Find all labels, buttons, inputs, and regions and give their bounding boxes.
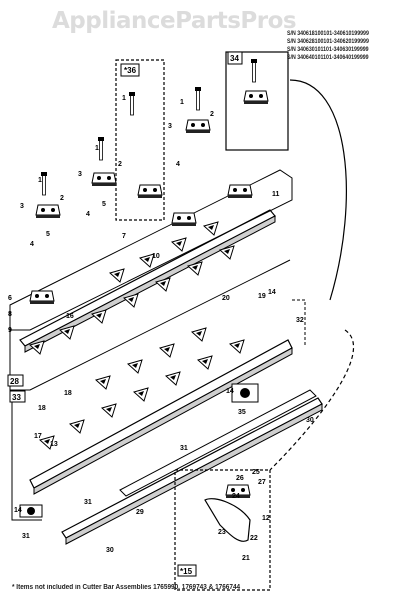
callout-1b: 1	[95, 145, 99, 152]
callout-18b: 18	[64, 390, 72, 397]
footnote: * Items not included in Cutter Bar Assem…	[12, 584, 241, 591]
callout-2c: 2	[210, 111, 214, 118]
callout-1d: 1	[122, 95, 126, 102]
callout-31a: 31	[180, 445, 188, 452]
callout-5b: 5	[102, 201, 106, 208]
lower-bar-edge	[33, 347, 293, 495]
callout-35: 35	[238, 409, 246, 416]
callouts: 1 1 1 1 2 2 2 3 3 3 4 4 4 5 5 6 7 8 9 10…	[8, 95, 314, 562]
watermark: AppliancePartsPros	[52, 8, 297, 34]
callout-25: 25	[252, 469, 260, 476]
box-36-frame	[115, 59, 165, 221]
upper-bar	[19, 209, 276, 347]
callout-3c: 3	[168, 123, 172, 130]
lower-bar	[29, 339, 293, 489]
callout-4c: 4	[176, 161, 180, 168]
serial-line-4: S/N 340640101101-340640199999	[287, 54, 369, 61]
callout-9: 9	[8, 327, 12, 334]
callout-21: 21	[242, 555, 250, 562]
callout-19: 19	[258, 293, 266, 300]
box-28-label: 28	[10, 377, 19, 386]
link-dashed-32	[292, 299, 306, 345]
callout-1c: 1	[180, 99, 184, 106]
box-15-label: *15	[180, 567, 193, 576]
callout-31c: 31	[22, 533, 30, 540]
callout-26: 26	[236, 475, 244, 482]
upper-bolts	[40, 58, 258, 196]
box-28-frame	[7, 374, 24, 387]
link-curve-34	[289, 79, 347, 301]
serial-line-3: S/N 340630101101-340630199999	[287, 46, 369, 53]
box-34-label-frame	[227, 51, 243, 65]
callout-10: 10	[152, 253, 160, 260]
callout-2a: 2	[60, 195, 64, 202]
box-15-frame	[174, 469, 271, 591]
callout-29: 29	[136, 509, 144, 516]
callout-24: 24	[232, 493, 240, 500]
callout-3a: 3	[20, 203, 24, 210]
callout-5a: 5	[46, 231, 50, 238]
callout-2b: 2	[118, 161, 122, 168]
callout-32: 32	[296, 317, 304, 324]
box-34-label: 34	[230, 54, 239, 63]
callout-12: 12	[262, 515, 270, 522]
callout-4b: 4	[86, 211, 90, 218]
callout-6: 6	[8, 295, 12, 302]
callout-30b: 30	[106, 547, 114, 554]
knife-back-upper	[119, 389, 317, 497]
callout-30a: 30	[306, 417, 314, 424]
callout-22: 22	[250, 535, 258, 542]
box-33-label: 33	[12, 393, 21, 402]
box-15-label-frame	[177, 564, 197, 577]
callout-8: 8	[8, 311, 12, 318]
callout-4a: 4	[30, 241, 34, 248]
serial-line-1: S/N 340618100101-340610199999	[287, 30, 369, 37]
serial-line-2: S/N 340628100101-340620199999	[287, 38, 369, 45]
callout-13: 13	[50, 441, 58, 448]
knife-back-lower-edge	[65, 403, 323, 545]
callout-18a: 18	[38, 405, 46, 412]
box-36-label-frame	[120, 63, 140, 77]
callout-14c: 14	[14, 507, 22, 514]
guard-plate	[204, 498, 251, 542]
callout-3b: 3	[78, 171, 82, 178]
lower-frame-outline	[11, 392, 42, 521]
callout-17: 17	[34, 433, 42, 440]
callout-31b: 31	[84, 499, 92, 506]
box-34-frame	[225, 51, 289, 151]
callout-20: 20	[222, 295, 230, 302]
upper-clips	[29, 90, 269, 305]
callout-14a: 14	[268, 289, 276, 296]
callout-27: 27	[258, 479, 266, 486]
upper-bar-edge	[24, 215, 276, 353]
callout-7: 7	[122, 233, 126, 240]
link-dashed-15	[269, 329, 355, 471]
callout-14b: 14	[226, 388, 234, 395]
box-36-label: *36	[124, 66, 137, 75]
callout-23: 23	[218, 529, 226, 536]
box-33-frame	[9, 390, 26, 403]
upper-frame-lower	[9, 259, 291, 391]
callout-16: 16	[66, 313, 74, 320]
knife-back-lower	[61, 397, 323, 539]
callout-1a: 1	[38, 177, 42, 184]
callout-11: 11	[272, 191, 280, 198]
